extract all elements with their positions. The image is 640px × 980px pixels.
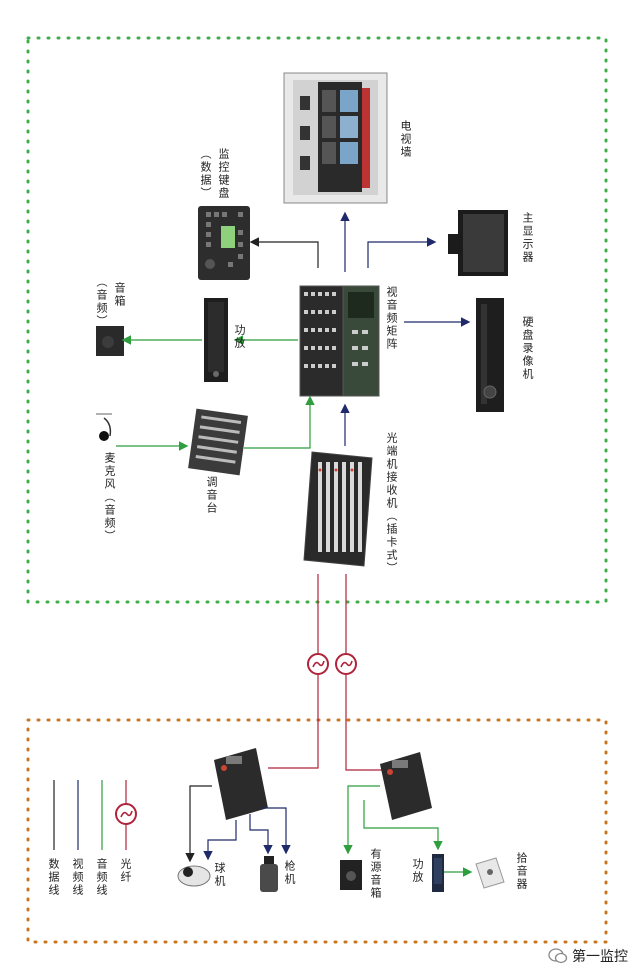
legend-label-video: 视频线 bbox=[71, 858, 84, 897]
legend bbox=[53, 780, 137, 850]
transceiver-left-device bbox=[214, 748, 268, 820]
label-matrix: 视音频矩阵 bbox=[385, 286, 398, 351]
label-active-speaker: 有源音箱 bbox=[369, 848, 382, 900]
bullet-camera-device bbox=[260, 856, 278, 892]
control-keyboard-device bbox=[198, 206, 250, 280]
dome-camera-device bbox=[177, 865, 211, 887]
label-speaker-sub: （音频） bbox=[95, 276, 108, 328]
microphone-device bbox=[96, 413, 112, 441]
fiber-link-left bbox=[268, 574, 319, 769]
control-room-border bbox=[26, 36, 608, 604]
label-dome-camera: 球机 bbox=[213, 862, 226, 888]
label-control-keyboard: 监控键盘 bbox=[217, 148, 230, 200]
matrix-device bbox=[299, 285, 380, 397]
legend-label-fiber: 光纤 bbox=[119, 858, 132, 884]
left-tx-to-dome-b bbox=[203, 820, 237, 861]
legend-label-data: 数据线 bbox=[47, 858, 60, 897]
label-fiber-receiver: 光端机接收机（插卡式） bbox=[385, 432, 398, 575]
amplifier-remote-device bbox=[432, 854, 444, 892]
main-monitor-device bbox=[448, 210, 508, 276]
label-mixer: 调音台 bbox=[205, 476, 218, 515]
legend-label-audio: 音频线 bbox=[95, 858, 108, 897]
dvr-device bbox=[476, 298, 504, 412]
wechat-icon bbox=[548, 948, 568, 964]
left-tx-to-bullet-a bbox=[249, 814, 273, 855]
amplifier-center-device bbox=[204, 298, 228, 382]
label-microphone: 麦克风（音频） bbox=[103, 452, 116, 543]
label-tv-wall: 电视墙 bbox=[399, 120, 412, 159]
watermark-text: 第一监控 bbox=[572, 949, 628, 965]
pickup-device bbox=[475, 857, 505, 889]
label-dvr: 硬盘录像机 bbox=[521, 316, 534, 381]
left-tx-to-dome-a bbox=[185, 785, 212, 863]
left-tx-to-bullet-b bbox=[262, 807, 291, 855]
fiber-symbol-right bbox=[335, 653, 357, 675]
watermark: 第一监控 bbox=[548, 946, 628, 966]
speaker-device bbox=[96, 326, 124, 356]
right-tx-to-amplifier bbox=[363, 800, 443, 851]
fiber-symbol-left bbox=[307, 653, 329, 675]
transceiver-right-device bbox=[380, 752, 432, 820]
label-amplifier-remote: 功放 bbox=[411, 858, 424, 884]
active-speaker-device bbox=[340, 860, 362, 890]
label-control-keyboard-sub: （数据） bbox=[199, 148, 212, 200]
matrix-to-monitor bbox=[367, 237, 437, 268]
label-main-monitor: 主显示器 bbox=[521, 212, 534, 264]
right-tx-to-active-speaker bbox=[343, 785, 380, 855]
fiber-link-right bbox=[345, 574, 388, 771]
label-bullet-camera: 枪机 bbox=[283, 860, 296, 886]
mixer-to-matrix bbox=[244, 395, 315, 449]
label-pickup: 拾音器 bbox=[515, 852, 528, 891]
fiber-receiver-device bbox=[303, 451, 373, 567]
label-amplifier-center: 功放 bbox=[233, 324, 246, 350]
legend-fiber-icon bbox=[115, 803, 137, 825]
matrix-to-keyboard bbox=[249, 237, 319, 268]
field-site-border bbox=[26, 718, 608, 944]
tv-wall-device bbox=[283, 72, 388, 204]
mixer-device bbox=[188, 408, 248, 476]
label-speaker: 音箱 bbox=[113, 282, 126, 308]
